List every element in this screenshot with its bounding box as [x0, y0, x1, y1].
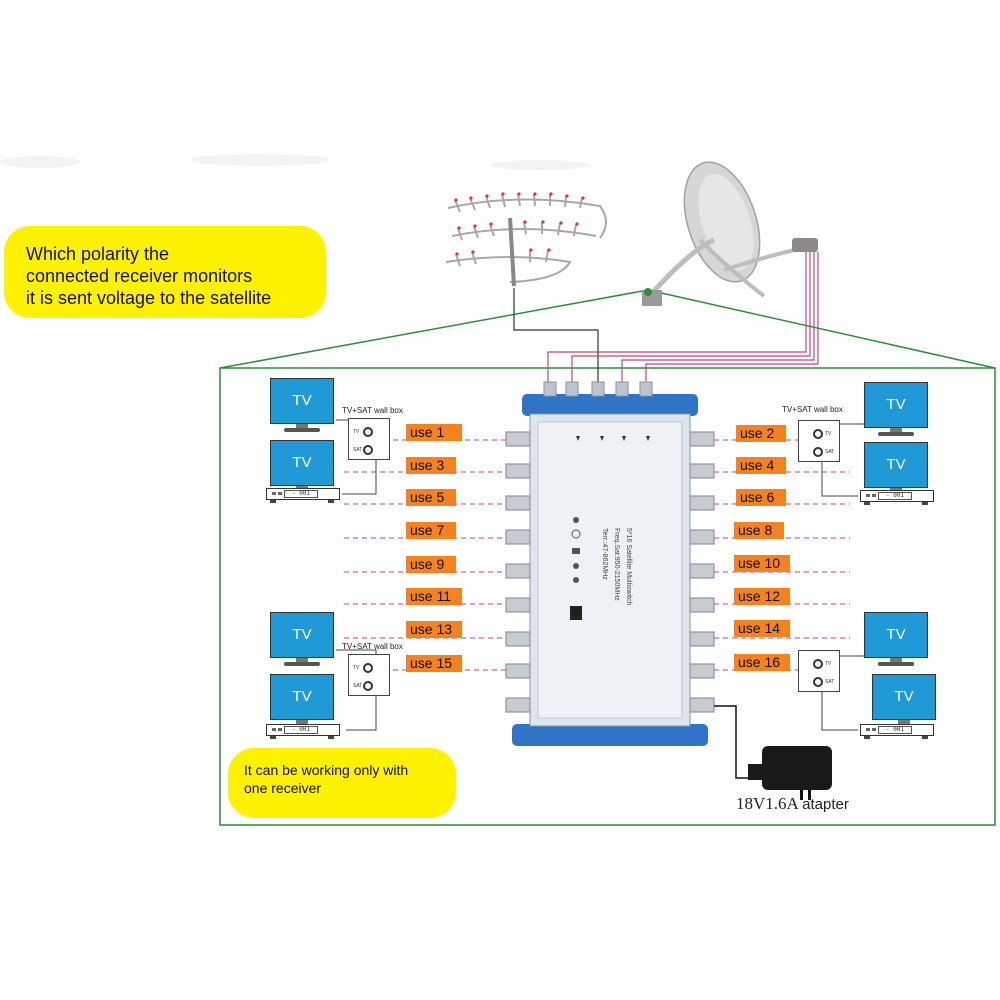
- multiswitch-freq-sat-text: Freq.Sat:950-2150MHz: [613, 528, 620, 601]
- wall-box: TV SAT: [348, 418, 390, 460]
- tv-socket-icon: [813, 659, 823, 669]
- tv-screen: TV: [864, 612, 928, 658]
- polarity-callout: Which polarity the connected receiver mo…: [4, 226, 326, 318]
- terrestrial-antenna: [445, 192, 607, 287]
- tv-icon: TV: [872, 674, 936, 732]
- wall-box-port-label: TV: [825, 661, 832, 667]
- wall-box-label: TV+SAT wall box: [342, 406, 403, 415]
- receiver-icon: - 001: [856, 724, 936, 740]
- polarity-callout-line-3: it is sent voltage to the satellite: [26, 288, 272, 308]
- wall-box: TV SAT: [798, 420, 840, 462]
- output-tag-left: use 13: [406, 621, 462, 638]
- tv-socket-icon: [363, 663, 373, 673]
- installation-frame: [219, 289, 996, 826]
- wall-box-port-label: TV: [353, 429, 360, 435]
- adapter-word: atapter: [802, 796, 849, 813]
- wall-box-port-label: TV: [825, 431, 832, 437]
- tv-screen: TV: [864, 442, 928, 488]
- multiswitch-freq-terr-text: Terr.:47-862MHz: [601, 528, 608, 580]
- sat-socket-icon: [363, 681, 373, 691]
- wall-box-port-label: SAT: [825, 449, 835, 455]
- receiver-icon: - 001: [262, 488, 342, 504]
- receiver-icon: - 001: [262, 724, 342, 740]
- output-tag-right: use 16: [734, 654, 790, 671]
- background-smudge: [0, 154, 590, 170]
- tv-screen: TV: [864, 382, 928, 428]
- tv-screen: TV: [872, 674, 936, 720]
- tv-icon: TV: [864, 612, 928, 670]
- output-tag-right: use 4: [736, 457, 786, 474]
- output-tag-left: use 3: [406, 457, 456, 474]
- sat-socket-icon: [813, 677, 823, 687]
- output-tag-right: use 10: [734, 555, 790, 572]
- output-tag-right: use 2: [736, 425, 786, 442]
- multiswitch-model-text: 5*16 Satellite Multiswitch: [625, 528, 632, 606]
- single-receiver-callout-line-1: It can be working only with: [244, 762, 409, 778]
- output-tag-right: use 14: [734, 620, 790, 637]
- tv-screen: TV: [270, 612, 334, 658]
- multiswitch: [505, 381, 715, 746]
- wall-box: TV SAT: [798, 650, 840, 692]
- tv-socket-icon: [363, 427, 373, 437]
- wall-box: TV SAT: [348, 654, 390, 696]
- input-cables: [513, 252, 819, 384]
- tv-screen: TV: [270, 440, 334, 486]
- tv-icon: TV: [864, 382, 928, 440]
- output-tag-left: use 5: [406, 489, 456, 506]
- wall-box-port-label: TV: [353, 665, 360, 671]
- tv-screen: TV: [270, 674, 334, 720]
- single-receiver-callout: It can be working only with one receiver: [228, 748, 456, 818]
- polarity-callout-line-1: Which polarity the: [26, 244, 170, 264]
- wall-box-port-label: SAT: [353, 683, 363, 689]
- wall-box-label: TV+SAT wall box: [782, 405, 843, 414]
- wall-box-port-label: SAT: [353, 447, 363, 453]
- tv-socket-icon: [813, 429, 823, 439]
- tv-icon: TV: [270, 440, 334, 498]
- single-receiver-callout-line-2: one receiver: [244, 780, 322, 796]
- polarity-callout-line-2: connected receiver monitors: [26, 266, 253, 286]
- satellite-dish: [642, 161, 818, 306]
- sat-socket-icon: [363, 445, 373, 455]
- tv-icon: TV: [270, 378, 334, 436]
- wall-box-port-label: SAT: [825, 679, 835, 685]
- adapter-voltage: 18V1.6A: [736, 794, 798, 813]
- power-adapter: [748, 746, 832, 800]
- sat-socket-icon: [813, 447, 823, 457]
- output-tag-right: use 12: [734, 588, 790, 605]
- output-tag-left: use 15: [406, 655, 462, 672]
- receiver-display: - 001: [284, 490, 318, 498]
- receiver-display: - 001: [878, 492, 912, 500]
- receiver-display: - 001: [878, 726, 912, 734]
- output-tag-left: use 1: [406, 424, 462, 441]
- output-tag-right: use 6: [736, 489, 786, 506]
- tv-icon: TV: [864, 442, 928, 500]
- receiver-icon: - 001: [856, 490, 936, 506]
- adapter-label: 18V1.6A atapter: [736, 794, 849, 814]
- wall-box-label: TV+SAT wall box: [342, 642, 403, 651]
- tv-icon: TV: [270, 612, 334, 670]
- tv-screen: TV: [270, 378, 334, 424]
- output-tag-right: use 8: [734, 522, 784, 539]
- output-tag-left: use 7: [406, 522, 456, 539]
- receiver-display: - 001: [284, 726, 318, 734]
- output-tag-left: use 11: [406, 588, 462, 605]
- output-tag-left: use 9: [406, 556, 456, 573]
